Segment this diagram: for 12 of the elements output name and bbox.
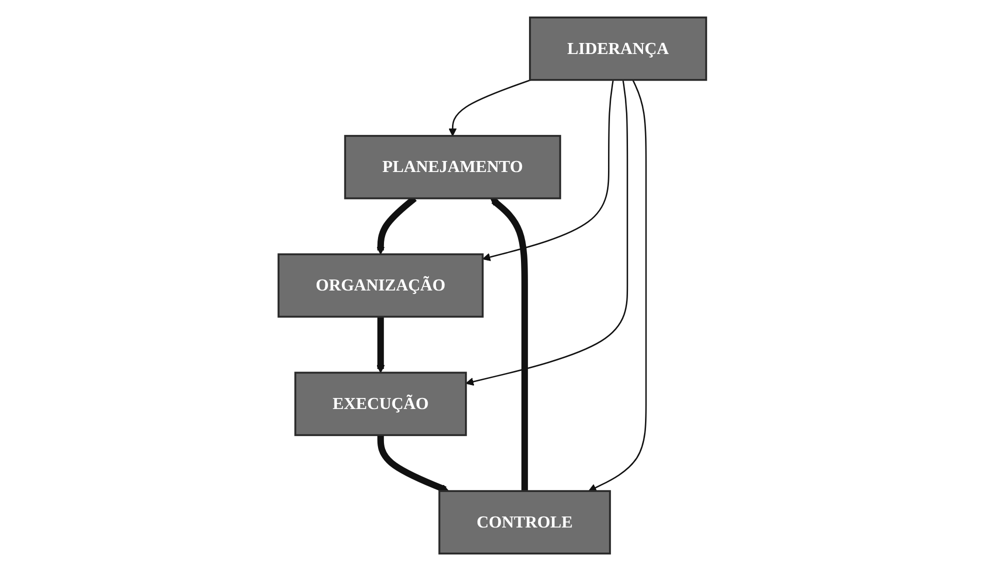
node-box: PLANEJAMENTO bbox=[344, 134, 562, 200]
node-box: ORGANIZAÇÃO bbox=[278, 253, 484, 318]
arrow bbox=[482, 80, 614, 262]
arrow bbox=[490, 198, 528, 492]
arrow bbox=[466, 80, 628, 386]
arrow bbox=[378, 435, 450, 493]
arrow bbox=[588, 80, 647, 492]
arrow bbox=[448, 79, 532, 136]
node-box: LIDERANÇA bbox=[529, 16, 708, 81]
node-box: CONTROLE bbox=[438, 490, 612, 554]
arrow bbox=[376, 316, 385, 374]
node-box: EXECUÇÃO bbox=[294, 372, 468, 436]
